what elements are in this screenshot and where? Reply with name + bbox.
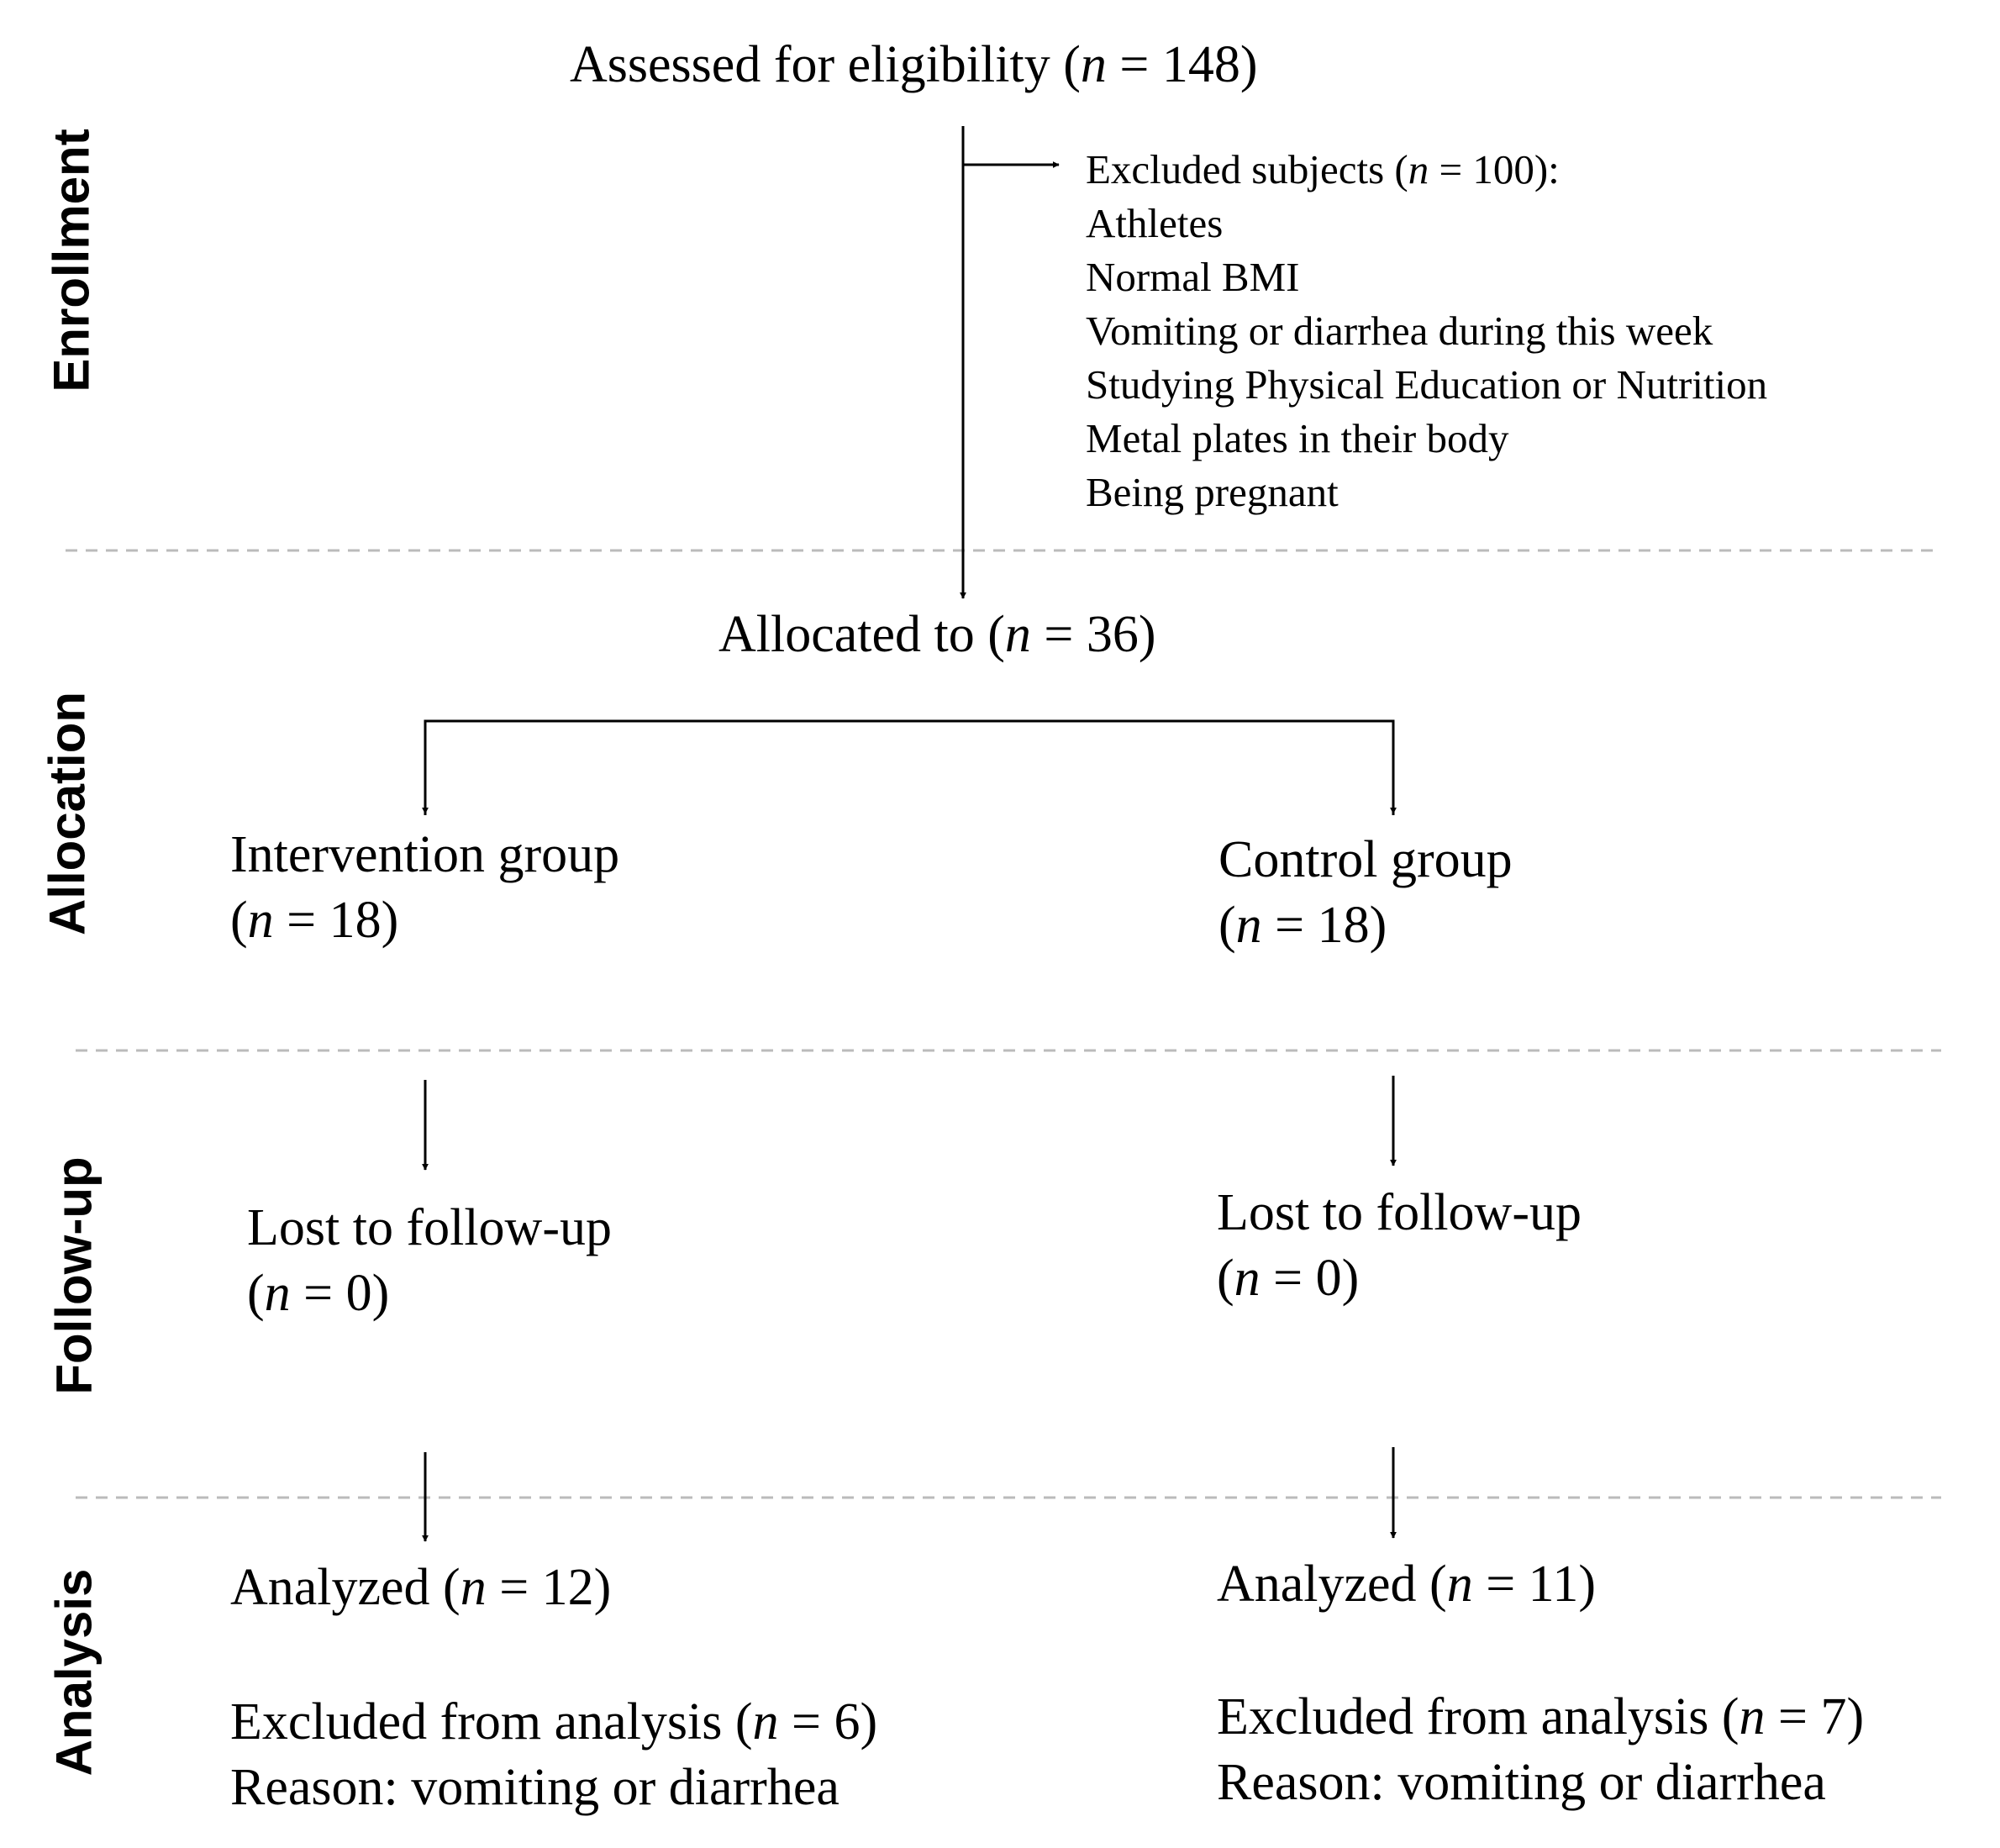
intervention-group-box: Intervention group (n = 18) (230, 822, 619, 953)
excluded-reason: Studying Physical Education or Nutrition (1086, 361, 1768, 408)
excluded-reason: Vomiting or diarrhea during this week (1086, 308, 1713, 354)
assessed-box: Assessed for eligibility (n = 148) (570, 36, 1258, 93)
control-analyzed: Analyzed (n = 11) (1217, 1556, 1597, 1613)
allocation-split (424, 719, 1395, 815)
intervention-analyzed: Analyzed (n = 12) (230, 1559, 612, 1616)
control-followup-box: Lost to follow-up (n = 0) (1217, 1180, 1582, 1311)
excluded-reason: Metal plates in their body (1086, 415, 1509, 461)
excluded-box: Excluded subjects (n = 100): Athletes No… (1086, 143, 1767, 519)
intervention-group-label: Intervention group (230, 826, 620, 883)
intervention-followup-box: Lost to follow-up (n = 0) (247, 1195, 612, 1326)
stage-label-follow-up: Follow-up (45, 1156, 103, 1395)
control-exclusion-reason: Reason: vomiting or diarrhea (1217, 1754, 1826, 1811)
allocated-box: Allocated to (n = 36) (718, 606, 1156, 663)
control-group-box: Control group (n = 18) (1218, 827, 1513, 958)
intervention-lost-label: Lost to follow-up (247, 1199, 612, 1256)
control-group-count: (n = 18) (1218, 897, 1387, 954)
control-lost-count: (n = 0) (1217, 1250, 1360, 1307)
control-lost-label: Lost to follow-up (1217, 1184, 1582, 1241)
stage-label-allocation: Allocation (39, 691, 96, 936)
intervention-group-count: (n = 18) (230, 892, 399, 949)
control-group-label: Control group (1218, 831, 1513, 888)
excluded-reason: Athletes (1086, 200, 1224, 246)
excluded-reason: Being pregnant (1086, 469, 1339, 515)
excluded-header: Excluded subjects (n = 100): (1086, 146, 1560, 192)
control-excluded-analysis: Excluded from analysis (n = 7) Reason: v… (1217, 1684, 1864, 1815)
intervention-exclusion-reason: Reason: vomiting or diarrhea (230, 1759, 839, 1816)
intervention-excluded-analysis: Excluded from analysis (n = 6) Reason: v… (230, 1689, 877, 1820)
excluded-reason: Normal BMI (1086, 254, 1300, 300)
stage-label-enrollment: Enrollment (43, 129, 100, 392)
intervention-lost-count: (n = 0) (247, 1265, 390, 1322)
stage-label-analysis: Analysis (45, 1568, 103, 1777)
